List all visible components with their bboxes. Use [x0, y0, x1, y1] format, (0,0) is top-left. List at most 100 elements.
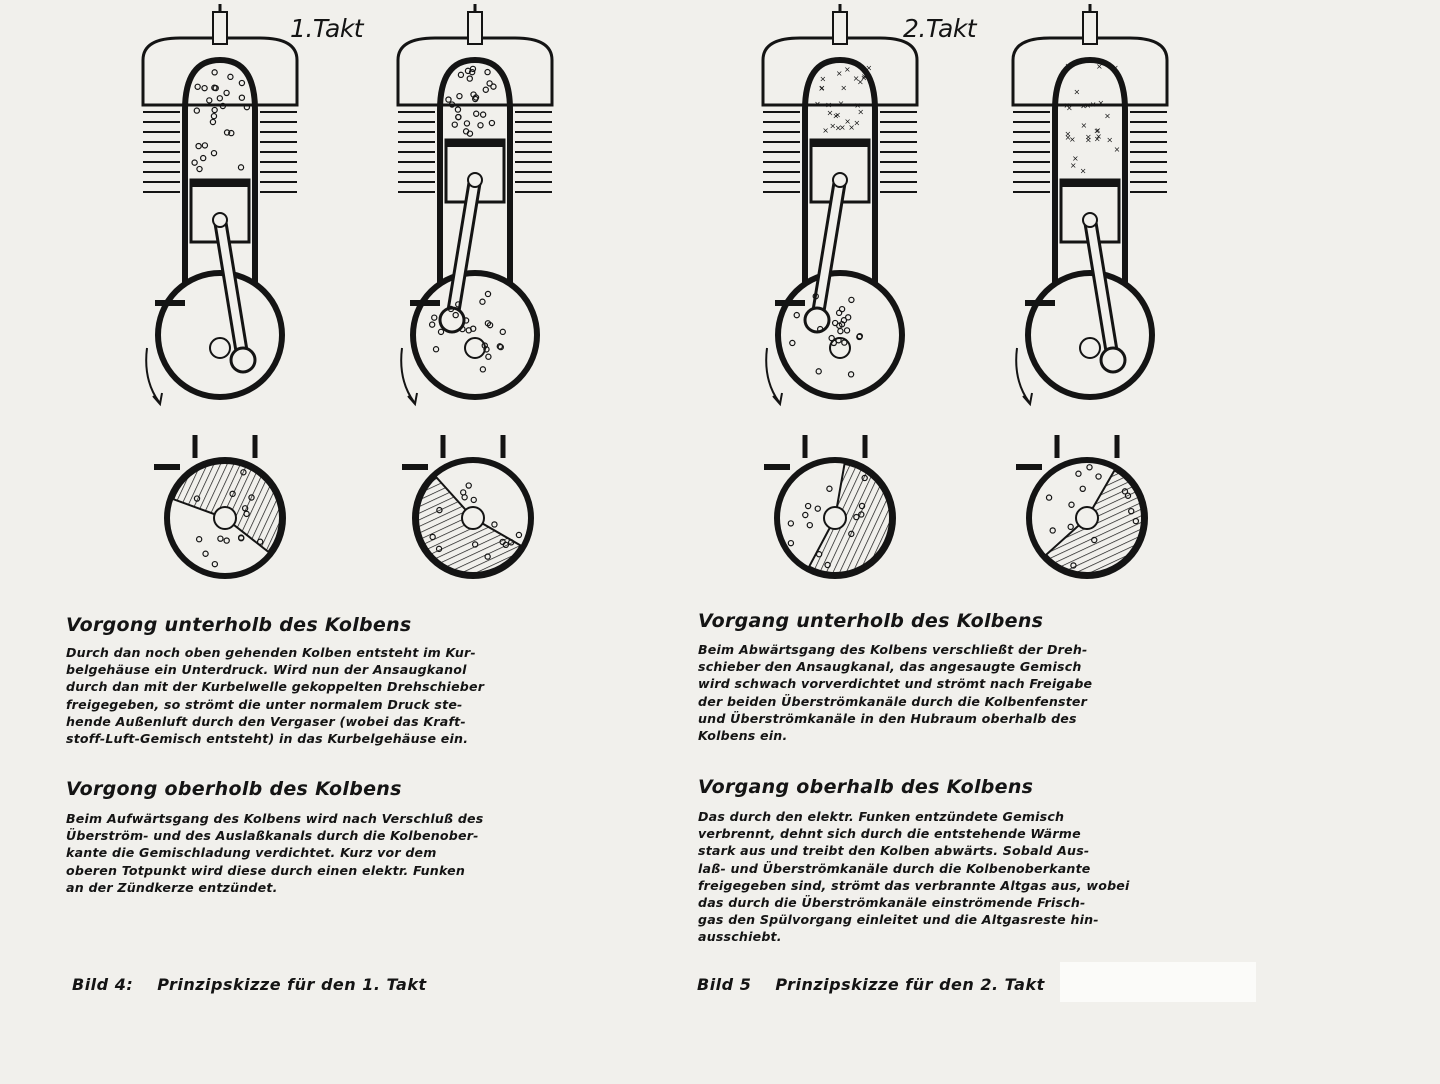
- fresh-gas-bubble: [457, 71, 465, 79]
- exhaust-gas-mark: ×: [818, 84, 825, 93]
- rotation-arrow-head: [152, 392, 163, 407]
- spark-plug: [467, 11, 483, 45]
- crankcase: [775, 270, 905, 400]
- mixture-bubble: [437, 328, 445, 336]
- mixture-bubble: [824, 561, 831, 569]
- spark-plug: [212, 11, 228, 45]
- rotation-arrow-head: [407, 392, 418, 407]
- mixture-bubble: [496, 343, 504, 350]
- mixture-bubble: [217, 535, 224, 542]
- text-line: Überström- und des Auslaßkanals durch di…: [66, 828, 479, 844]
- exhaust-gas-mark: ×: [866, 64, 873, 73]
- cylinder-head: [1011, 36, 1169, 107]
- text-line: durch dan mit der Kurbelwelle gekoppelte…: [66, 679, 485, 695]
- rotation-arrow-head: [1022, 392, 1033, 407]
- mixture-bubble: [452, 311, 459, 319]
- intake-port: [1025, 300, 1055, 306]
- mixture-bubble: [848, 530, 855, 538]
- fresh-gas-bubble: [482, 86, 489, 93]
- exhaust-gas-mark: ×: [834, 110, 841, 119]
- mixture-bubble: [485, 353, 492, 360]
- exhaust-gas-mark: ×: [840, 84, 847, 93]
- exhaust-gas-mark: ×: [1095, 132, 1102, 141]
- text-line: kante die Gemischladung verdichtet. Kurz…: [66, 845, 437, 861]
- exhaust-gas-mark: ×: [844, 117, 851, 126]
- fresh-gas-bubble: [488, 119, 496, 127]
- engine-diagram-1: [141, 4, 299, 407]
- exhaust-gas-mark: ×: [854, 101, 861, 110]
- engine-diagram-2: [396, 4, 554, 407]
- mixture-bubble: [479, 298, 486, 305]
- mixture-bubble: [856, 333, 863, 341]
- mixture-bubble: [515, 531, 523, 539]
- exhaust-gas-mark: ×: [857, 107, 864, 116]
- takt1-below-paragraph: Durch dan noch oben gehenden Kolben ents…: [66, 644, 484, 747]
- fresh-gas-bubble: [228, 129, 235, 137]
- exhaust-gas-mark: ×: [861, 72, 868, 81]
- mixture-bubble: [1128, 507, 1135, 515]
- intake-port: [775, 300, 805, 306]
- mixture-bubble: [447, 305, 455, 313]
- exhaust-gas-mark: ×: [1098, 99, 1105, 108]
- cylinder-wall: [1052, 56, 1128, 285]
- exhaust-gas-mark: ×: [1094, 134, 1101, 143]
- fresh-gas-bubble: [191, 159, 198, 166]
- exhaust-gas-mark: ×: [1085, 133, 1092, 142]
- text-line: und Überströmkanäle in den Hubraum oberh…: [698, 710, 1077, 726]
- cylinder-wall: [437, 56, 513, 285]
- text-line: laß- und Überströmkanäle durch die Kolbe…: [698, 860, 1091, 876]
- mixture-bubble: [465, 327, 472, 334]
- mixture-bubble: [815, 368, 822, 375]
- cylinder-head: [761, 36, 919, 107]
- mixture-bubble: [830, 339, 838, 347]
- figure-number: Bild 4:: [72, 975, 134, 994]
- exhaust-gas-mark: ×: [857, 77, 864, 86]
- exhaust-gas-mark: ×: [1074, 87, 1081, 96]
- fresh-gas-bubble: [219, 102, 227, 110]
- fresh-gas-bubble: [451, 121, 458, 128]
- text-line: stark aus und treibt den Kolben abwärts.…: [698, 843, 1090, 859]
- engine-diagram-3: ××××××××××××××××××××××××××: [761, 4, 919, 407]
- mixture-bubble: [816, 325, 824, 333]
- mixture-bubble: [853, 513, 860, 521]
- fresh-gas-bubble: [211, 106, 218, 114]
- rotation-arrow-head: [772, 392, 783, 407]
- exhaust-gas-mark: ×: [822, 126, 829, 135]
- mixture-bubble: [432, 346, 440, 353]
- mixture-bubble: [465, 482, 472, 489]
- text-line: der beiden Überströmkanäle durch die Kol…: [698, 693, 1088, 709]
- text-line: gas den Spülvorgang einleitet und die Al…: [698, 912, 1099, 928]
- valve-neck: [192, 435, 258, 458]
- exhaust-gas-mark: ×: [1094, 126, 1101, 135]
- mixture-bubble: [1132, 517, 1140, 525]
- crank-pin: [803, 306, 831, 334]
- valve-neck: [802, 435, 868, 458]
- cylinder-wall: [802, 56, 878, 285]
- exhaust-gas-mark: ×: [1093, 127, 1100, 136]
- fresh-gas-bubble: [211, 69, 218, 76]
- exhaust-gas-mark: ×: [1072, 154, 1079, 163]
- mixture-bubble: [1068, 501, 1075, 508]
- mixture-bubble: [1091, 536, 1098, 544]
- mixture-bubble: [459, 325, 466, 333]
- fresh-gas-bubble: [209, 118, 217, 126]
- mixture-bubble: [241, 505, 249, 512]
- fresh-gas-bubble: [462, 128, 470, 135]
- mixture-bubble: [1086, 464, 1093, 471]
- mixture-bubble: [229, 490, 236, 498]
- mixture-bubble: [814, 505, 821, 512]
- mixture-bubble: [471, 541, 479, 548]
- exhaust-gas-mark: ×: [848, 123, 855, 132]
- takt2-above-heading: Vorgang oberhalb des Kolbens: [698, 776, 1034, 798]
- mixture-bubble: [461, 494, 468, 501]
- valve-port: [402, 464, 428, 470]
- exhaust-gas-mark: ×: [1065, 62, 1072, 71]
- mixture-bubble: [486, 321, 494, 329]
- fresh-gas-bubble: [463, 120, 471, 127]
- takt2-title: 2.Takt: [903, 14, 977, 43]
- text-line: ausschiebt.: [698, 929, 782, 945]
- valve-port: [154, 464, 180, 470]
- valve-sketch-3: [764, 435, 896, 579]
- exhaust-gas-mark: ×: [1065, 130, 1072, 139]
- fresh-gas-bubble: [195, 142, 202, 150]
